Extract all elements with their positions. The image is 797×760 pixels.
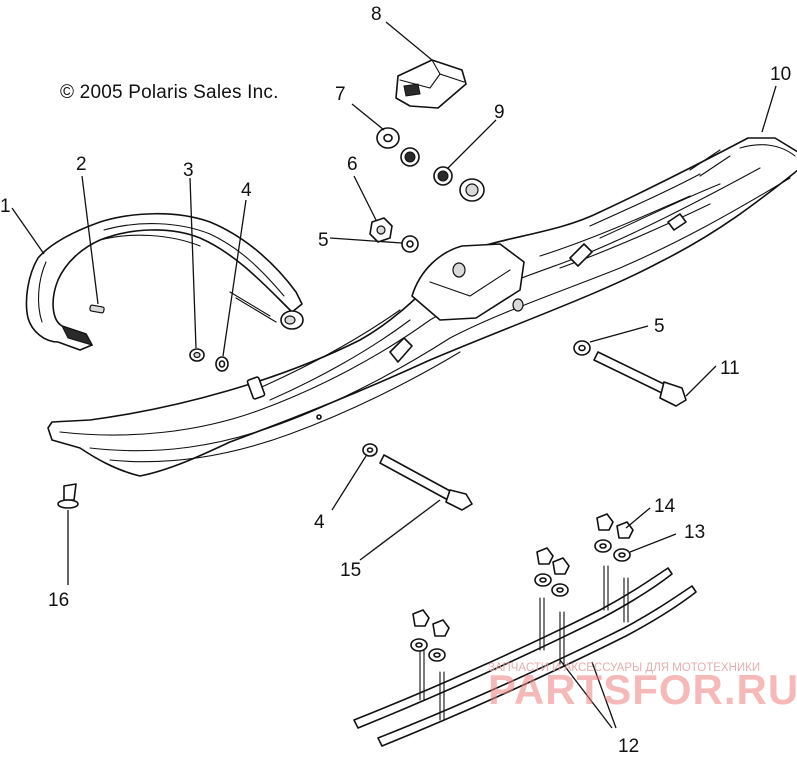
callout-16: 16	[48, 590, 69, 611]
callout-5-lower: 5	[654, 316, 665, 337]
callout-6: 6	[347, 154, 358, 175]
washer-5-upper	[401, 235, 419, 253]
callout-3: 3	[183, 160, 194, 181]
wear-bars-12	[353, 565, 697, 747]
callout-8: 8	[371, 4, 382, 25]
cotter-pin	[89, 304, 105, 314]
washer-7	[376, 127, 400, 149]
leader-lines	[11, 21, 777, 729]
ski-body	[47, 137, 797, 477]
callout-4-upper: 4	[241, 180, 252, 201]
callout-14: 14	[654, 496, 676, 517]
washer-4-lower	[362, 443, 378, 457]
washer-4-upper	[215, 356, 229, 372]
callout-7: 7	[335, 84, 346, 105]
copyright-notice: © 2005 Polaris Sales Inc.	[60, 82, 279, 103]
callout-9: 9	[494, 102, 505, 123]
ski-loop-handle	[25, 212, 304, 351]
watermark-brand: PARTSFOR.RU	[488, 666, 797, 713]
watermark-tagline: ЗАПЧАСТИ И АКСЕССУАРЫ ДЛЯ МОТОТЕХНИКИ	[488, 662, 761, 674]
bolt-15	[379, 454, 473, 511]
callout-12: 12	[618, 736, 639, 755]
bushing-small	[400, 147, 420, 167]
callout-2: 2	[76, 154, 87, 175]
washer-5-lower	[573, 340, 591, 356]
callout-11: 11	[720, 358, 740, 379]
stud-nuts-14	[412, 513, 634, 637]
spindle-saddle	[395, 59, 467, 109]
callout-13: 13	[684, 522, 705, 543]
callout-4-lower: 4	[314, 512, 325, 533]
callout-numbers: 1 2 3 4 5 6 7 8 9 10 5 11 4 15 16 14 13 …	[0, 4, 791, 757]
callout-5-upper: 5	[318, 230, 329, 251]
screw-16	[57, 483, 79, 509]
callout-10: 10	[770, 64, 791, 85]
callout-15: 15	[340, 560, 361, 581]
stud-washers-13	[410, 539, 631, 662]
spindle-bolt-11	[593, 351, 687, 407]
nut-6	[369, 217, 393, 243]
callout-1: 1	[0, 196, 11, 217]
nut-3	[189, 348, 205, 362]
bushing-9	[433, 166, 485, 202]
